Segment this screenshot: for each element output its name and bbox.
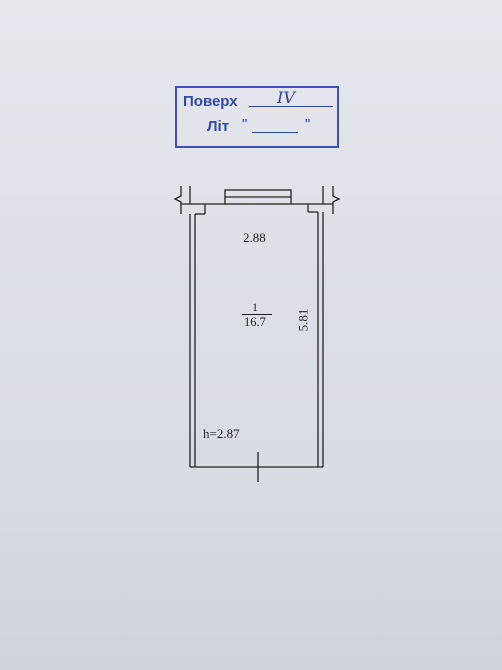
room-fraction-bar — [242, 314, 272, 315]
floor-value: IV — [277, 88, 295, 107]
room-length-label: 5.81 — [295, 308, 311, 332]
letter-quote-open: " — [242, 116, 248, 133]
break-mark-left — [173, 186, 182, 214]
ceiling-height-label: h=2.87 — [203, 426, 240, 441]
letter-quote-close: " — [305, 116, 311, 133]
room-area: 16.7 — [244, 315, 266, 329]
floor-fill-line — [249, 106, 333, 107]
letter-label: Літ — [207, 118, 230, 135]
room-number: 1 — [252, 300, 258, 314]
floor-label: Поверх — [183, 93, 238, 110]
letter-fill-line — [252, 132, 298, 133]
break-mark-right — [332, 186, 341, 214]
room-width-label: 2.88 — [243, 230, 266, 245]
floor-stamp: Поверх IV Літ " " — [175, 86, 339, 148]
